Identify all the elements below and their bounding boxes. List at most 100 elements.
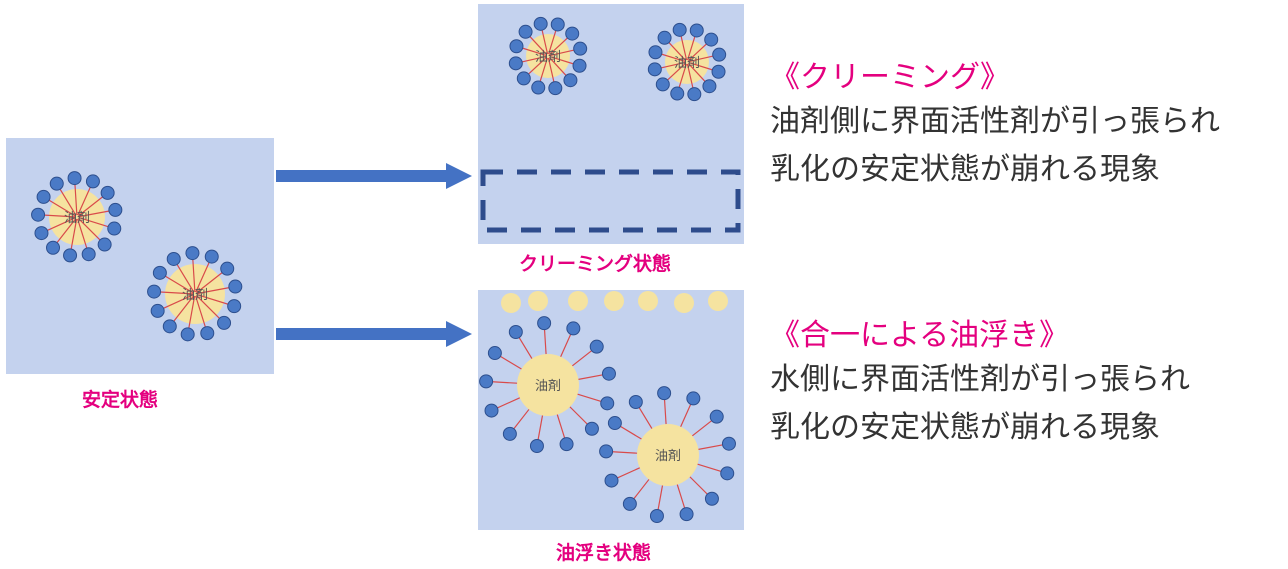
surfactant-head — [672, 22, 687, 37]
surfactant-head — [509, 39, 524, 54]
surfactant-head — [657, 30, 672, 45]
surfactant-head — [63, 248, 78, 263]
arrow-to-oil-floating-icon — [276, 321, 472, 347]
surfactant-head — [67, 171, 82, 186]
surfactant-head — [180, 327, 195, 342]
stable-state-caption: 安定状態 — [82, 389, 159, 411]
surfactant-head — [185, 246, 200, 261]
floating-oil-droplet — [708, 291, 728, 311]
micelle: 油剤 — [479, 316, 616, 454]
surfactant-head — [108, 202, 123, 217]
surfactant-head — [689, 23, 704, 38]
surfactant-head — [217, 315, 232, 330]
surfactant-head — [49, 176, 64, 191]
surfactant-head — [200, 326, 215, 341]
surfactant-head — [649, 509, 664, 524]
surfactant-head — [600, 396, 615, 411]
surfactant-head — [529, 439, 544, 454]
oil-floating-state-caption: 油浮き状態 — [556, 542, 652, 564]
surfactant-head — [548, 81, 563, 96]
surfactant-head — [628, 395, 643, 410]
surfactant-head — [589, 339, 604, 354]
arrow-to-creaming-icon — [276, 163, 472, 189]
floating-oil-droplet — [501, 293, 521, 313]
surfactant-head — [100, 185, 115, 200]
surfactant-head — [46, 240, 61, 255]
surfactant-head — [550, 17, 565, 32]
creaming-state-caption: クリーミング状態 — [519, 253, 672, 275]
surfactant-head — [204, 249, 219, 264]
surfactant-head — [31, 207, 46, 222]
surfactant-head — [648, 45, 663, 60]
surfactant-head — [563, 73, 578, 88]
surfactant-head — [166, 251, 181, 266]
stable-state-panel: 油剤 油剤 — [6, 138, 274, 374]
surfactant-head — [670, 86, 685, 101]
oil-floating-description: 《合一による油浮き》 水側に界面活性剤が引っ張られ 乳化の安定状態が崩れる現象 — [770, 316, 1190, 452]
surfactant-head — [721, 436, 736, 451]
surfactant-head — [508, 56, 523, 71]
surfactant-head — [584, 421, 599, 436]
floating-oil-droplet — [674, 293, 694, 313]
surfactant-head — [220, 261, 235, 276]
surfactant-head — [227, 299, 242, 314]
surfactant-head — [152, 265, 167, 280]
surfactant-head — [565, 26, 580, 41]
oil-floating-state-panel: 油剤 油剤 — [478, 290, 744, 530]
surfactant-head — [704, 32, 719, 47]
oil-floating-line-2: 乳化の安定状態が崩れる現象 — [770, 410, 1160, 445]
creaming-description: 《クリーミング》 油剤側に界面活性剤が引っ張られ 乳化の安定状態が崩れる現象 — [770, 58, 1220, 194]
creaming-line-2: 乳化の安定状態が崩れる現象 — [770, 152, 1160, 187]
surfactant-head — [162, 319, 177, 334]
creaming-state-diagram: 油剤 油剤 — [480, 16, 741, 233]
surfactant-head — [81, 247, 96, 262]
surfactant-head — [533, 16, 548, 31]
surfactant-head — [147, 284, 162, 299]
oil-label: 油剤 — [64, 210, 90, 226]
surfactant-head — [573, 41, 588, 56]
surfactant-head — [107, 221, 122, 236]
surfactant-head — [687, 87, 702, 102]
surfactant-head — [657, 386, 672, 401]
surfactant-head — [607, 416, 622, 431]
micelle: 油剤 — [31, 171, 123, 263]
creaming-line-1: 油剤側に界面活性剤が引っ張られ — [770, 104, 1220, 139]
surfactant-head — [502, 426, 517, 441]
creaming-heading: 《クリーミング》 — [770, 60, 1010, 95]
surfactant-head — [601, 366, 616, 381]
surfactant-head — [679, 507, 694, 522]
oil-droplet — [637, 424, 699, 486]
oil-floating-line-1: 水側に界面活性剤が引っ張られ — [770, 362, 1190, 397]
surfactant-head — [531, 80, 546, 95]
surfactant-head — [647, 62, 662, 77]
surfactant-head — [36, 189, 51, 204]
oil-label: 油剤 — [535, 49, 561, 65]
micelle: 油剤 — [647, 22, 727, 102]
oil-label: 油剤 — [655, 448, 681, 464]
micelle: 油剤 — [508, 16, 588, 96]
surfactant-head — [228, 279, 243, 294]
stable-state-diagram: 油剤 油剤 — [31, 171, 243, 342]
floating-oil-droplet — [528, 291, 548, 311]
surfactant-head — [704, 491, 719, 506]
oil-floating-heading: 《合一による油浮き》 — [770, 318, 1070, 353]
surfactant-head — [702, 79, 717, 94]
surfactant-head — [537, 316, 552, 331]
oil-label: 油剤 — [535, 378, 561, 394]
oil-label: 油剤 — [674, 55, 700, 71]
surfactant-head — [709, 409, 724, 424]
surfactant-head — [712, 47, 727, 62]
surfactant-head — [508, 325, 523, 340]
surfactant-head — [711, 64, 726, 79]
floating-oil-droplet — [638, 291, 658, 311]
micelle: 油剤 — [599, 386, 736, 524]
surfactant-head — [599, 444, 614, 459]
surfactant-head — [97, 237, 112, 252]
surfactant-head — [604, 473, 619, 488]
surfactant-head — [516, 71, 531, 86]
surfactant-head — [34, 226, 49, 241]
creaming-state-panel: 油剤 油剤 — [478, 4, 744, 244]
floating-oil-droplet — [604, 291, 624, 311]
surfactant-head — [720, 466, 735, 481]
surfactant-head — [484, 403, 499, 418]
